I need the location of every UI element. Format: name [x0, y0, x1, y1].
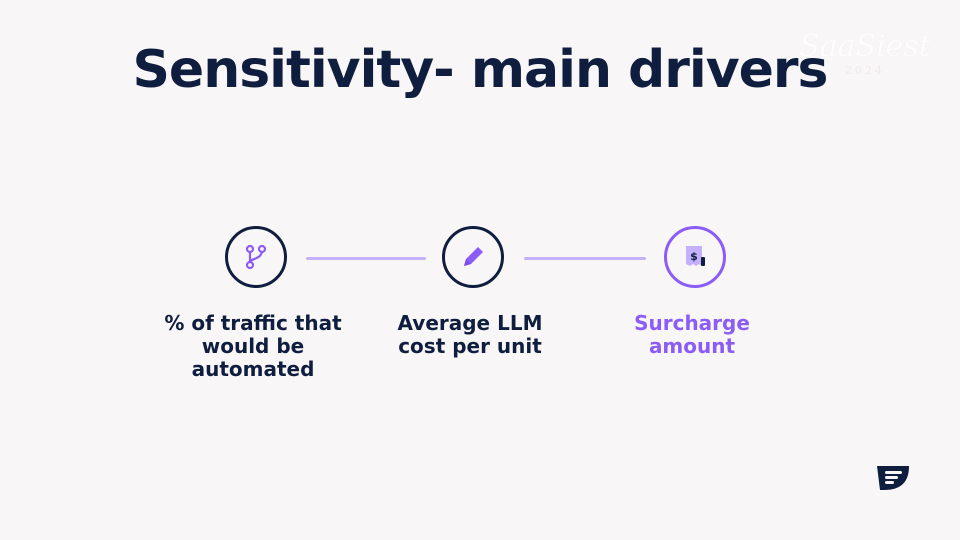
svg-text:$: $ — [690, 250, 698, 263]
step-2-node — [442, 226, 504, 288]
branch-icon — [245, 244, 267, 270]
pencil-icon — [464, 247, 483, 266]
dollar-receipt-icon: $ — [686, 246, 705, 266]
step-2-label: Average LLM cost per unit — [397, 311, 543, 358]
company-logo-icon — [877, 466, 909, 490]
watermark-year: 2024 — [845, 64, 885, 77]
connector-2 — [524, 257, 646, 260]
step-3-label: Surcharge amount — [634, 311, 750, 358]
slide-title: Sensitivity- main drivers — [132, 40, 828, 100]
step-3-node: $ — [664, 226, 726, 288]
step-1-node — [225, 226, 287, 288]
watermark-name: SaaSiest — [799, 29, 931, 64]
conference-watermark: SaaSiest 2024 — [790, 29, 940, 78]
connector-1 — [306, 257, 426, 260]
step-1-label: % of traffic that would be automated — [164, 311, 342, 381]
